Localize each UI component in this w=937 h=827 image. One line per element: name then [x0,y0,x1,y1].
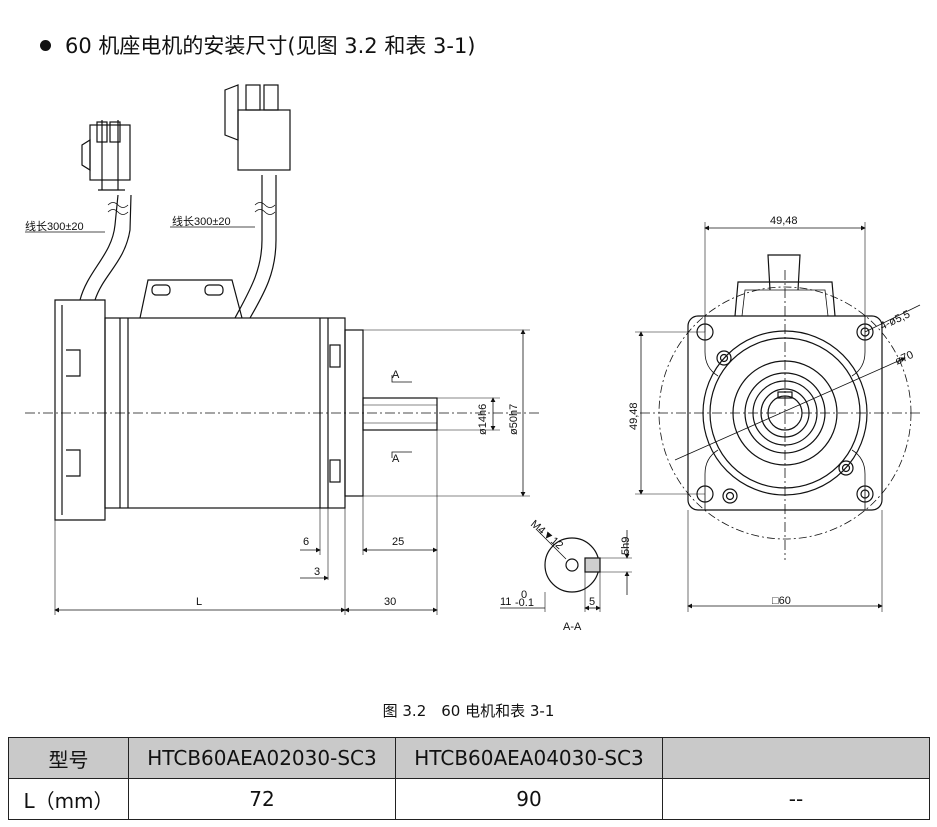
dim-11-tol-lower: -0.1 [515,597,534,609]
cable-length-label-2: 线长300±20 [172,214,231,228]
section-heading-text: 60 机座电机的安装尺寸(见图 3.2 和表 3-1) [65,34,476,58]
section-aa-view [500,529,632,612]
table-cell: 90 [395,778,663,820]
figure-caption: 图 3.2 60 电机和表 3-1 [382,702,555,720]
table-cell: 72 [128,778,396,820]
dim-top-width-label: 49,48 [770,215,798,227]
dim-11-tol-upper: 0 [521,589,527,601]
dim-5h9-label: 5h9 [620,537,632,555]
table-cell: 型号 [8,737,129,779]
dim-6-label: 6 [303,536,309,548]
front-view [635,222,921,612]
dim-pilot-label: ø50h7 [508,404,520,435]
dim-5-label: 5 [589,596,595,608]
table-cell: HTCB60AEA04030-SC3 [395,737,663,779]
section-heading: 60 机座电机的安装尺寸(见图 3.2 和表 3-1) [40,30,476,60]
dim-25-label: 25 [392,536,404,548]
table-header-row: 型号 HTCB60AEA02030-SC3 HTCB60AEA04030-SC3 [8,737,930,779]
dimension-table: 型号 HTCB60AEA02030-SC3 HTCB60AEA04030-SC3… [8,737,930,820]
table-cell: HTCB60AEA02030-SC3 [128,737,396,779]
dim-side-height-label: 49,48 [628,402,640,430]
dim-11-label: 11 [500,596,511,608]
section-mark-top: A [392,369,400,381]
table-cell: -- [662,778,930,820]
cable-length-label-1: 线长300±20 [25,219,84,233]
section-mark-bottom: A [392,453,400,465]
dim-pcd-label: ø70 [893,349,915,368]
dim-l-label: L [196,596,202,608]
table-cell: L（mm） [8,778,129,820]
dim-shaft-label: ø14h6 [477,404,489,435]
section-aa-label: A-A [563,621,582,633]
dim-square-label: □60 [772,595,791,607]
dim-30-label: 30 [384,596,396,608]
side-view [25,84,540,615]
bullet-icon [40,39,51,51]
table-cell [662,737,930,779]
dim-thread-label: M4▼12 [528,518,565,552]
dim-holes-label: 4-ø5,5 [878,308,912,332]
dim-3-label: 3 [314,566,320,578]
table-row: L（mm） 72 90 -- [8,778,930,820]
motor-dimension-drawing: 线长300±20 线长300±20 L 30 6 3 25 A A ø14h6 … [25,84,921,633]
